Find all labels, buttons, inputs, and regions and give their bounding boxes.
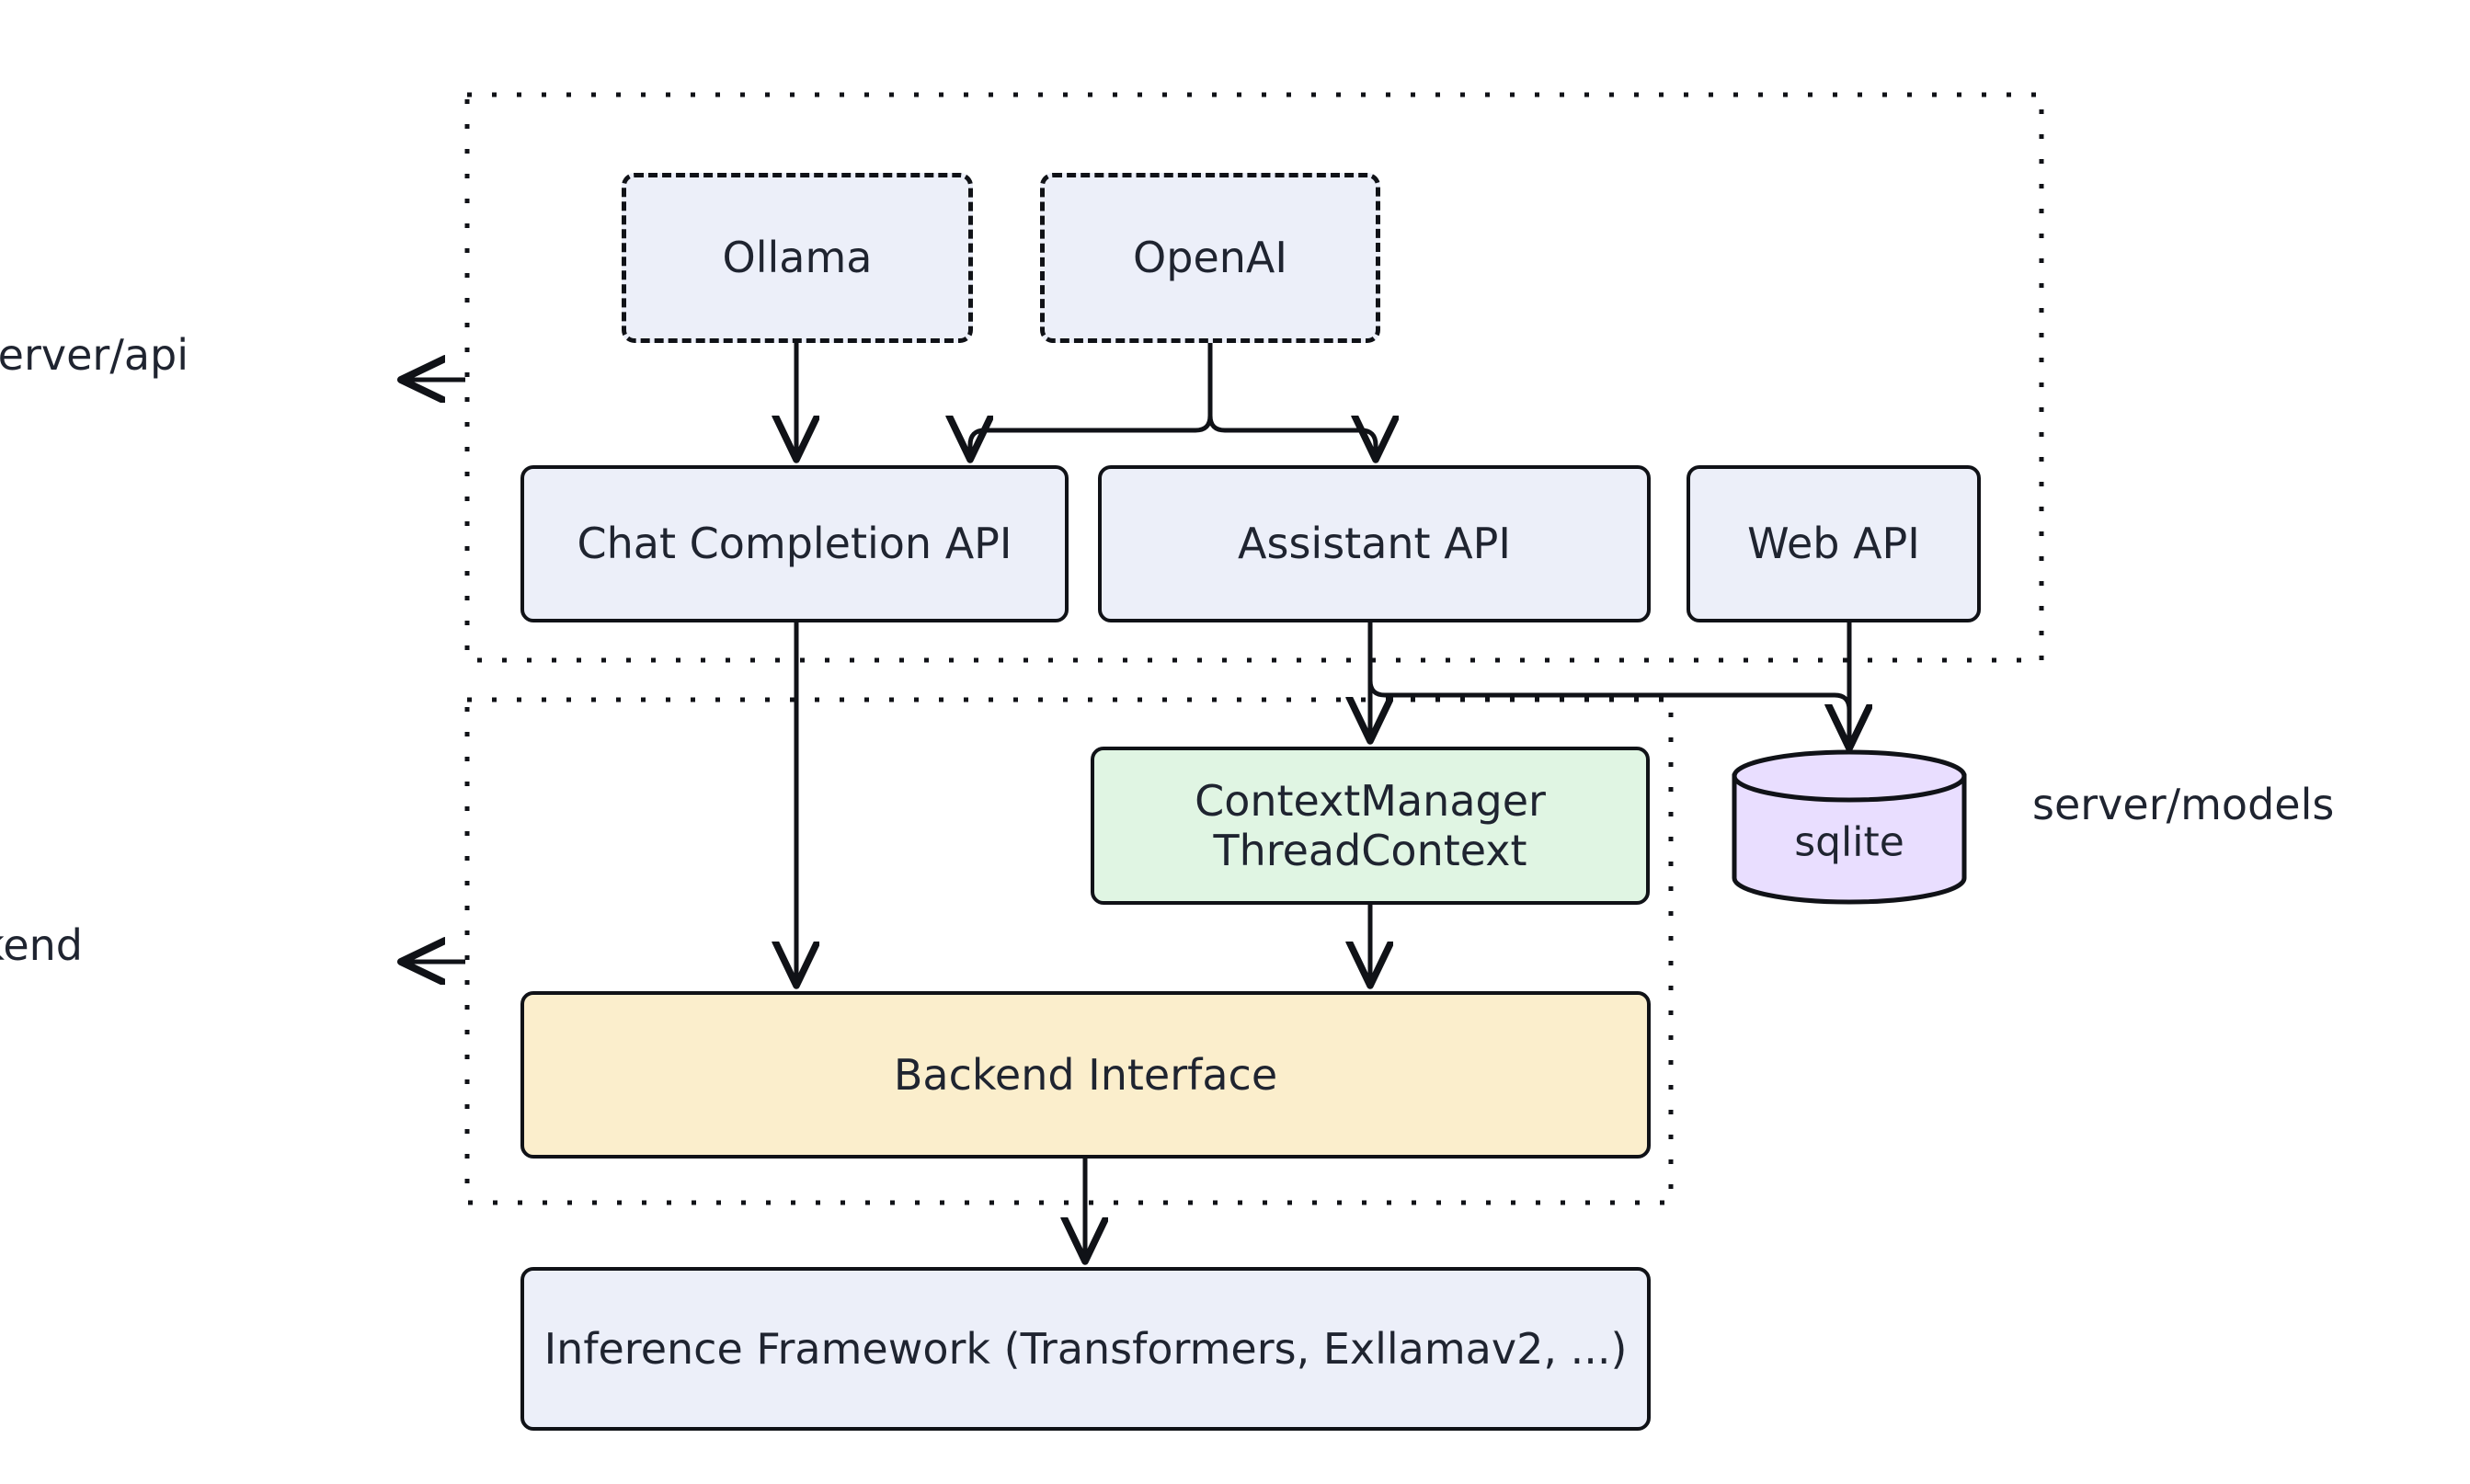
node-label-backend-interface: Backend Interface [893, 1049, 1278, 1100]
node-label-ollama: Ollama [722, 233, 873, 283]
edge-assistant-to-sqlite [1367, 622, 1849, 747]
zone-label-api: server/api [0, 330, 189, 380]
node-label-chat-completion-api: Chat Completion API [577, 519, 1012, 569]
node-assistant-api: Assistant API [1098, 465, 1651, 622]
edge-openai-to-chat-completion [970, 343, 1213, 458]
node-label-assistant-api: Assistant API [1238, 519, 1511, 569]
edge-connectors [796, 343, 1849, 1260]
node-label-inference-framework: Inference Framework (Transformers, Exlla… [543, 1323, 1628, 1374]
node-backend-interface: Backend Interface [520, 991, 1651, 1159]
node-openai: OpenAI [1040, 173, 1380, 343]
node-inference-framework: Inference Framework (Transformers, Exlla… [520, 1267, 1651, 1431]
node-sqlite [1732, 749, 1967, 905]
zone-pointer-arrows [403, 380, 465, 962]
node-label-openai: OpenAI [1133, 233, 1287, 283]
node-label-web-api: Web API [1747, 519, 1920, 569]
zone-label-models: server/models [2032, 780, 2335, 829]
node-ollama: Ollama [622, 173, 973, 343]
node-label-sqlite: sqlite [1794, 818, 1904, 865]
node-web-api: Web API [1687, 465, 1981, 622]
cylinder-shapes [1732, 749, 1967, 905]
zone-label-backend: server/backend [0, 920, 83, 970]
edge-openai-to-assistant [1207, 343, 1376, 458]
node-chat-completion-api: Chat Completion API [520, 465, 1069, 622]
